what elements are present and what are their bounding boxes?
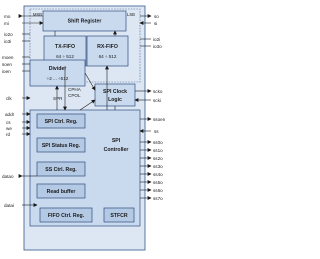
we-label: we [6, 126, 12, 131]
clk-label: clk [6, 96, 12, 101]
spr-label: SPR [53, 96, 63, 101]
ss3o-label: ss3o [153, 164, 163, 169]
rx-fifo-title: RX-FIFO [97, 44, 118, 50]
ss5o-label: ss5o [153, 180, 163, 185]
cpha-label: CPHA [68, 87, 82, 92]
read-buffer-label: Read buffer [47, 189, 76, 195]
ss2o-label: ss2o [153, 156, 163, 161]
scko-label: scko [153, 89, 163, 94]
cpol-label: CPOL [68, 93, 81, 98]
soen-label: soen [2, 62, 12, 67]
spi-ctrl-reg-block [36, 113, 86, 129]
fifo-ctrl-reg-label: FIFO Ctrl. Reg. [48, 213, 85, 219]
rx-fifo-size: 64 ÷ 512 [99, 54, 117, 59]
mi-label: mi [4, 21, 9, 26]
io3i-label: io3i [4, 39, 11, 44]
spi-clock-logic-line1: SPI Clock [103, 89, 127, 95]
divider-value: ÷2 ... ÷512 [47, 76, 69, 81]
so-label: so [154, 14, 159, 19]
read-buffer-block [36, 183, 86, 199]
msb-label: MSB [33, 12, 42, 17]
ss7o-label: ss7o [153, 196, 163, 201]
fifo-ctrl-reg-block [39, 207, 93, 223]
io2o-label: io2o [4, 32, 13, 37]
ss-ctrl-reg-label: SS Ctrl. Reg. [45, 167, 77, 173]
datai-label: datai [4, 203, 14, 208]
addr-label: addr [5, 112, 15, 117]
cs-label: cs [6, 120, 11, 125]
rd-label: rd [6, 132, 11, 137]
wire-div-clk [84, 72, 96, 91]
shift-register-title: Shift Register [68, 19, 102, 25]
left-io-lines [18, 14, 44, 207]
tx-fifo-size: 64 ÷ 512 [56, 54, 74, 59]
ss4o-label: ss4o [153, 172, 163, 177]
spi-status-reg-label: SPI Status Reg. [42, 143, 81, 149]
rx-fifo-block [86, 35, 129, 67]
datao-label: datao [2, 174, 14, 179]
spi-block-diagram: MSB LSB Shift Register TX-FIFO 64 ÷ 512 … [2, 5, 166, 251]
stfcr-block [103, 207, 135, 223]
si-label: si [154, 21, 157, 26]
spi-ctrl-reg-label: SPI Ctrl. Reg. [45, 119, 78, 125]
stfcr-label: STFCR [110, 213, 128, 219]
divider-title: Divider [49, 66, 67, 72]
ss-label: ss [154, 129, 159, 134]
spi-controller-line1: SPI [112, 138, 121, 144]
moen-label: moen [2, 55, 14, 60]
ss1o-label: ss1o [153, 148, 163, 153]
ss0o-label: ss0o [153, 140, 163, 145]
right-io-lines [134, 14, 152, 200]
ss6o-label: ss6o [153, 188, 163, 193]
ssoen-label: ssoen [153, 117, 166, 122]
ioen-label: ioen [2, 69, 11, 74]
mo-label: mo [4, 14, 11, 19]
lsb-label: LSB [127, 12, 135, 17]
spi-controller-line2: Controller [104, 147, 129, 153]
scki-label: scki [153, 98, 161, 103]
spi-clock-logic-line2: Logic [108, 97, 122, 103]
tx-fifo-title: TX-FIFO [55, 44, 75, 50]
spi-status-reg-block [36, 137, 86, 153]
io3o-label: io3o [153, 44, 162, 49]
wire-cpha-cpol [79, 99, 96, 111]
ss-ctrl-reg-block [36, 161, 86, 177]
divider-block [29, 59, 86, 87]
io2i-label: io2i [153, 37, 160, 42]
